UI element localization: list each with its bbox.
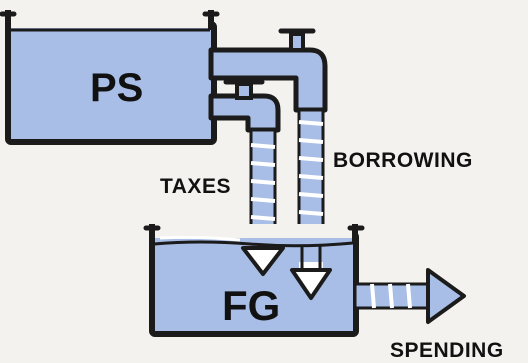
borrowing-label: BORROWING: [333, 150, 473, 171]
spending-stream: [355, 284, 431, 308]
ps-label: PS: [90, 68, 143, 108]
faucet-icon: [281, 31, 313, 50]
taxes-label: TAXES: [160, 176, 231, 197]
spending-label: SPENDING: [390, 340, 504, 361]
right-arrow-icon: [428, 270, 464, 322]
taxes-pipe: [211, 96, 278, 130]
fg-label: FG: [222, 285, 280, 327]
